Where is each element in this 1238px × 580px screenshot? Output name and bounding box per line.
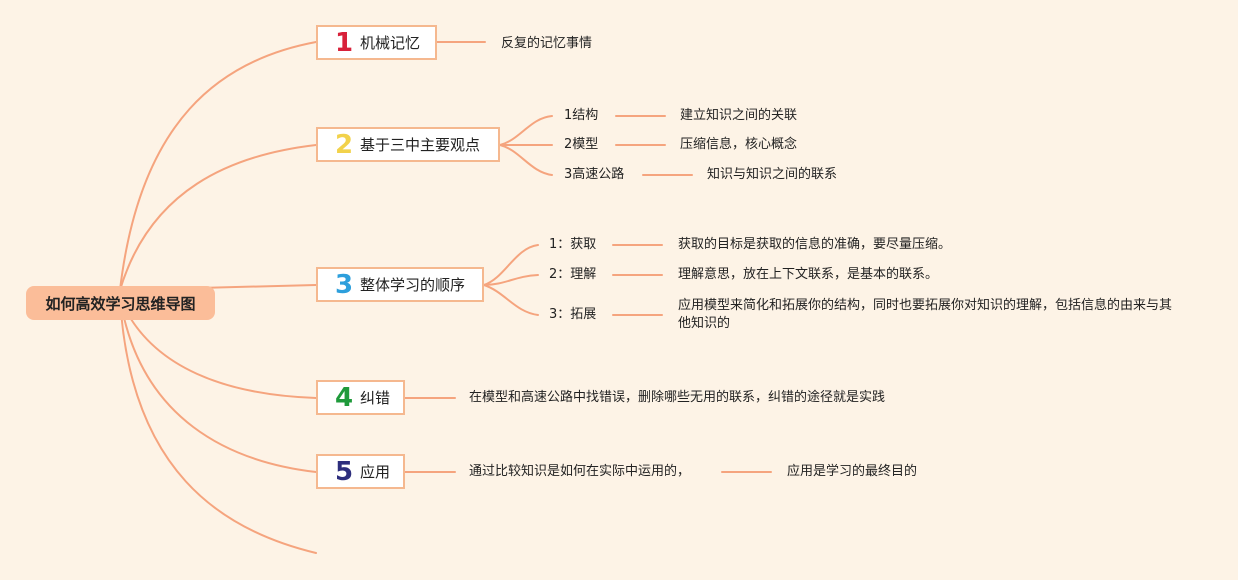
branch-2-child-2: 2模型 <box>564 137 599 152</box>
number-3-icon: 3 <box>334 269 354 300</box>
number-4-icon: 4 <box>334 382 354 413</box>
connector-root-branch-5 <box>119 297 317 473</box>
branch-2-child-2-detail: 压缩信息，核心概念 <box>680 137 798 152</box>
branch-3-label: 整体学习的顺序 <box>360 276 466 294</box>
connector-root-branch-4 <box>119 297 317 399</box>
branch-2-node[interactable]: 2 基于三中主要观点 <box>316 127 500 162</box>
number-5-icon: 5 <box>334 456 354 487</box>
branch-4-node[interactable]: 4 纠错 <box>316 380 405 415</box>
branch-2-child-3: 3高速公路 <box>564 167 625 182</box>
branch-3-child-1: 1：获取 <box>549 237 597 252</box>
branch-2-child-1-detail: 建立知识之间的关联 <box>680 108 798 123</box>
branch-2-child-3-detail: 知识与知识之间的联系 <box>707 167 838 182</box>
connector-root-branch-1 <box>119 41 317 291</box>
branch-3-child-3: 3：拓展 <box>549 307 597 322</box>
connector-root-branch-2 <box>119 144 317 291</box>
branch-5-label: 应用 <box>360 463 391 481</box>
branch-5-detail: 通过比较知识是如何在实际中运用的， <box>469 464 691 479</box>
branch-3-child-3-detail: 应用模型来简化和拓展你的结构，同时也要拓展你对知识的理解，包括信息的由来与其他知… <box>678 298 1173 331</box>
number-2-icon: 2 <box>334 129 354 160</box>
root-topic[interactable]: 如何高效学习思维导图 <box>26 286 215 320</box>
branch-2-child-1: 1结构 <box>564 108 599 123</box>
branch-1-detail: 反复的记忆事情 <box>501 36 593 51</box>
branch-4-label: 纠错 <box>360 389 391 407</box>
number-1-icon: 1 <box>334 27 354 58</box>
connector-branch-2-child-3 <box>499 144 553 176</box>
branch-1-node[interactable]: 1 机械记忆 <box>316 25 437 60</box>
connector-branch-3-child-1 <box>483 244 539 286</box>
branch-5-node[interactable]: 5 应用 <box>316 454 405 489</box>
connector-branch-3-child-3 <box>483 284 539 316</box>
connector-branch-2-child-1 <box>499 115 553 146</box>
branch-3-child-2: 2：理解 <box>549 267 597 282</box>
branch-3-child-1-detail: 获取的目标是获取的信息的准确，要尽量压缩。 <box>678 237 952 252</box>
connector-branch-3-child-2 <box>483 274 539 286</box>
branch-2-label: 基于三中主要观点 <box>360 136 481 154</box>
connector-root-extra <box>119 297 317 554</box>
branch-3-node[interactable]: 3 整体学习的顺序 <box>316 267 484 302</box>
branch-5-detail2: 应用是学习的最终目的 <box>787 464 918 479</box>
branch-3-child-2-detail: 理解意思，放在上下文联系，是基本的联系。 <box>678 267 939 282</box>
branch-1-label: 机械记忆 <box>360 34 421 52</box>
branch-4-detail: 在模型和高速公路中找错误，删除哪些无用的联系，纠错的途径就是实践 <box>469 390 886 405</box>
